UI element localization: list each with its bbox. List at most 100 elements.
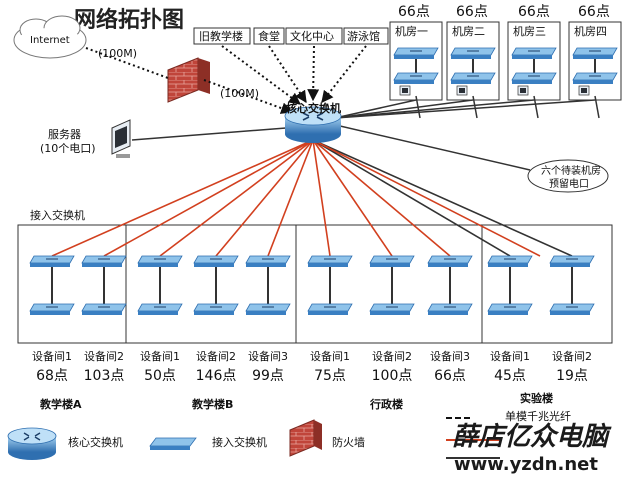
building-box-a [17,224,127,344]
access-switch-icon [487,255,533,267]
legend-firewall-icon [289,419,322,457]
access-switch-icon [193,303,239,315]
firewall-core-link [203,79,294,114]
server-monitor-icon [111,119,131,158]
pc-icon [456,85,468,96]
room-points: 66点 [398,4,430,20]
internet-cloud-icon [13,15,87,59]
pc-icon [517,85,529,96]
access-switch-icon [29,303,75,315]
access-switch-icon [81,303,127,315]
access-switch-group-label: 接入交换机 [30,208,85,222]
access-switch-icon [427,303,473,315]
equipment-room-points: 100点 [372,368,413,384]
pc-icon [578,85,590,96]
legend-core-label: 核心交换机 [68,435,123,449]
reserve-label: 预留电口 [549,177,589,190]
access-switch-icon [307,303,353,315]
room-name: 机房四 [574,24,607,38]
equipment-room-name: 设备间1 [32,349,72,363]
internet-label: Internet [30,35,70,46]
access-switch-icon [369,303,415,315]
core-switch-label: 核心交换机 [286,101,341,115]
access-switch-icon [450,47,496,59]
legend-access-switch-icon [149,437,197,450]
building-name: 教学楼B [191,397,233,411]
building-box-b [125,224,297,344]
pc-icon [399,85,411,96]
firewall-icon [167,57,210,103]
access-switch-icon [81,255,127,267]
access-switch-icon [549,255,595,267]
legend-core-switch-icon [7,427,57,460]
access-switch-icon [487,303,533,315]
room-name: 机房二 [452,24,485,38]
building-name: 教学楼A [39,397,82,411]
equipment-room-points: 50点 [144,368,176,384]
links-layer [51,95,600,304]
core-switch-icon [284,106,342,143]
access-switch-icon [427,255,473,267]
building-box-lab [481,224,613,344]
building-label: 文化中心 [290,29,334,43]
top-building-links [221,45,367,105]
equipment-room-points: 45点 [494,368,526,384]
access-switch-icon [511,72,557,84]
legend-firewall-label: 防火墙 [332,435,365,449]
server-ports-label: (10个电口) [40,142,96,155]
link-speed-label: (100M) [98,47,137,60]
room-name: 机房三 [513,24,546,38]
building-label: 游泳馆 [347,29,380,43]
equipment-room-points: 68点 [36,368,68,384]
equipment-room-labels: 设备间168点设备间2103点设备间150点设备间2146点设备间399点设备间… [32,349,592,384]
room-points: 66点 [518,4,550,20]
equipment-room-name: 设备间3 [248,349,288,363]
equipment-room-name: 设备间1 [490,349,530,363]
equipment-room-points: 99点 [252,368,284,384]
access-switch-icon [307,255,353,267]
equipment-room-name: 设备间2 [84,349,124,363]
access-switch-icon [369,255,415,267]
room-points: 66点 [578,4,610,20]
switches-layer [29,255,595,315]
equipment-room-points: 19点 [556,368,588,384]
equipment-room-points: 103点 [84,368,125,384]
equipment-room-name: 设备间2 [552,349,592,363]
access-switch-icon [393,72,439,84]
equipment-room-points: 66点 [434,368,466,384]
equipment-room-name: 设备间1 [310,349,350,363]
link-speed-label: (100M) [220,87,259,100]
legend-access-label: 接入交换机 [212,435,267,449]
equipment-room-name: 设备间1 [140,349,180,363]
building-box-admin [295,224,483,344]
equipment-room-points: 146点 [196,368,237,384]
top-buildings: 旧教学楼 食堂 文化中心 游泳馆 [193,27,389,45]
access-switch-icon [245,303,291,315]
room-name: 机房一 [395,24,428,38]
equipment-room-name: 设备间3 [430,349,470,363]
access-switch-icon [245,255,291,267]
access-switch-icon [137,303,183,315]
diagram-title: 网络拓扑图 [74,7,184,33]
legend: 核心交换机 接入交换机 防火墙 单模千兆光纤 [7,409,571,460]
legend-fiber-label: 单模千兆光纤 [505,409,571,423]
building-name: 行政楼 [369,397,403,411]
server-label: 服务器 [48,128,81,141]
access-switch-icon [193,255,239,267]
equipment-room-name: 设备间2 [196,349,236,363]
reserve-ports-bubble [527,159,609,193]
access-switch-icon [393,47,439,59]
access-switch-icon [572,47,618,59]
machine-rooms: 66点 66点 66点 66点 机房一 机房二 机房三 机房四 [389,4,622,101]
building-name: 实验楼 [520,391,553,405]
access-switch-icon [572,72,618,84]
access-switch-icon [29,255,75,267]
access-switch-icon [137,255,183,267]
access-switch-icon [549,303,595,315]
building-label: 旧教学楼 [199,29,243,43]
reserve-label: 六个待装机房 [541,164,601,177]
access-switch-icon [450,72,496,84]
equipment-room-name: 设备间2 [372,349,412,363]
equipment-room-points: 75点 [314,368,346,384]
